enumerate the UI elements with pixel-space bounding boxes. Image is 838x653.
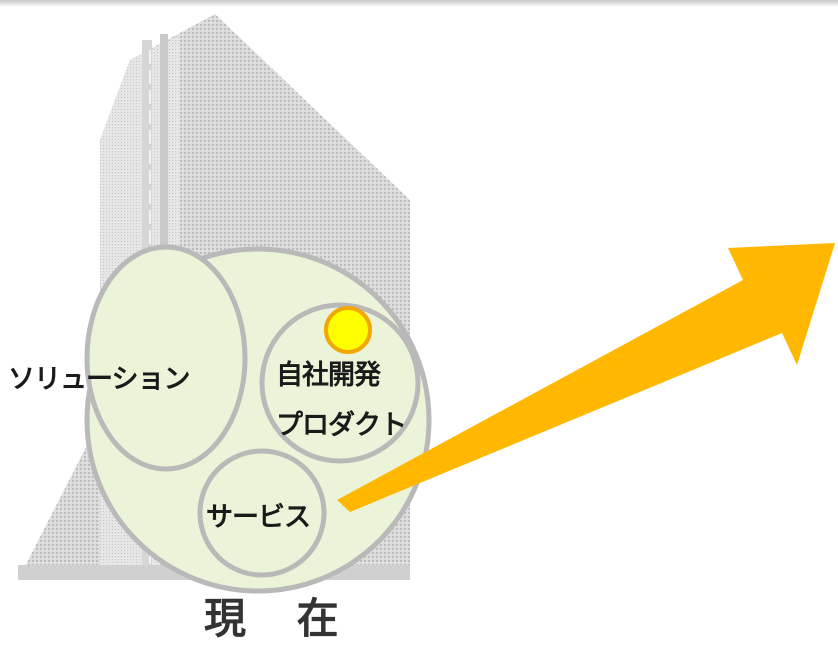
service-label: サービス bbox=[206, 502, 311, 533]
service-circle bbox=[197, 448, 327, 578]
product-label-line1: 自社開発 bbox=[276, 360, 381, 391]
highlight-dot bbox=[324, 306, 372, 354]
product-circle bbox=[259, 302, 421, 464]
product-label-line2: プロダクト bbox=[276, 410, 407, 441]
growth-arrow-icon bbox=[337, 243, 835, 512]
present-label: 現 在 bbox=[204, 594, 357, 643]
solution-circle bbox=[84, 244, 248, 472]
top-border bbox=[0, 0, 838, 6]
solution-label: ソリューション bbox=[8, 364, 190, 395]
